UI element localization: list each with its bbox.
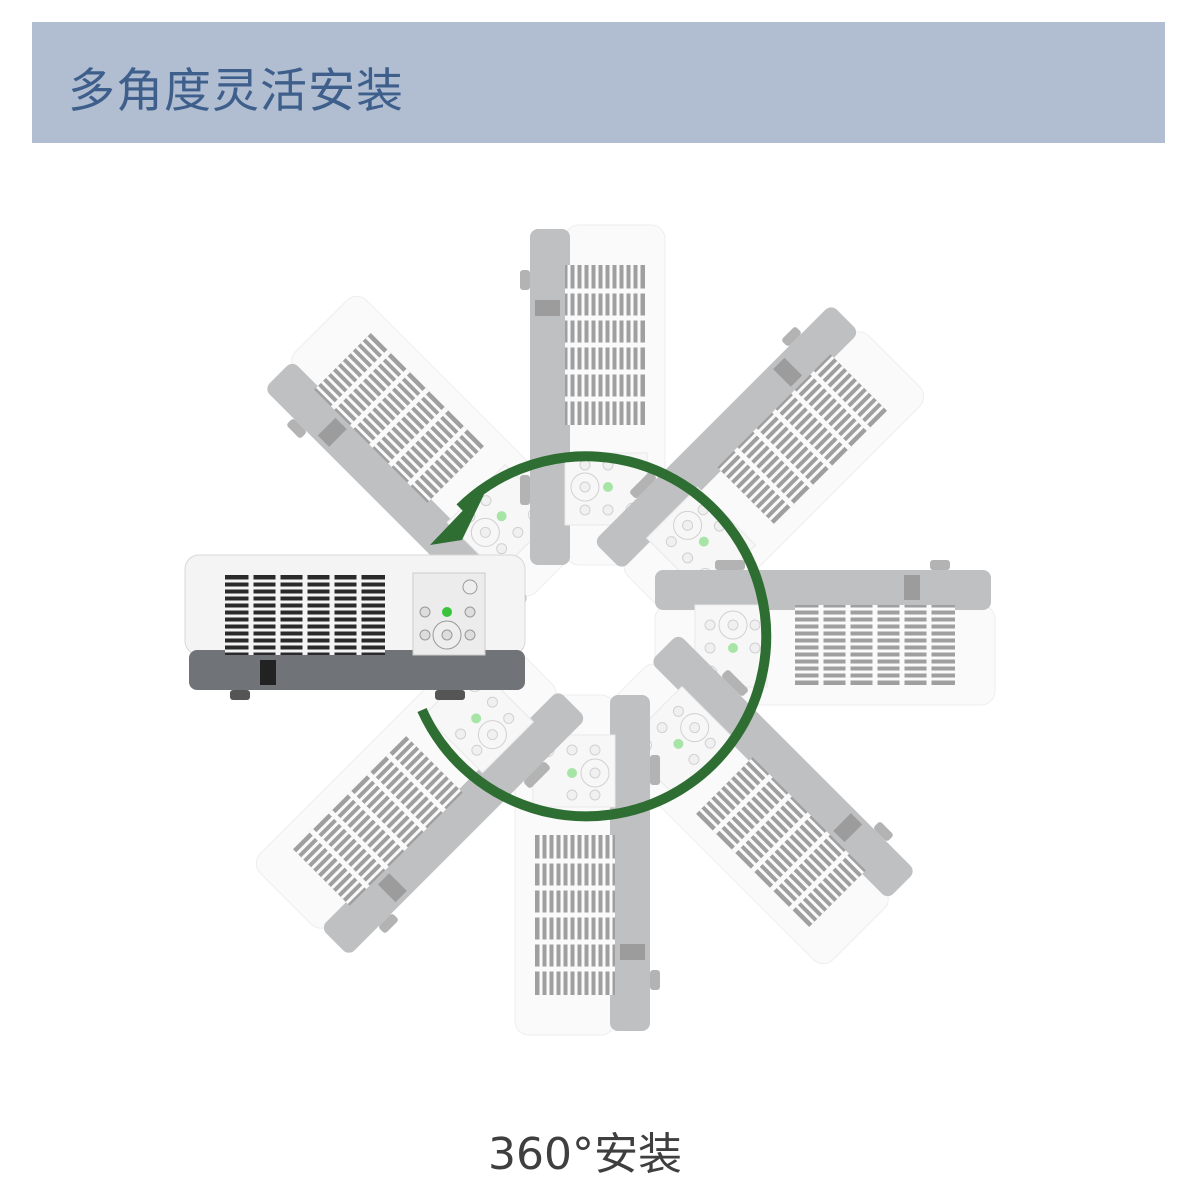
arrow-head [430,482,490,545]
title-banner: 多角度灵活安装 [32,22,1165,143]
caption: 360°安装 [488,1129,682,1180]
counterclockwise-arrow-icon [417,451,772,822]
projector-main [185,555,525,700]
page-title: 多角度灵活安装 [68,64,404,119]
